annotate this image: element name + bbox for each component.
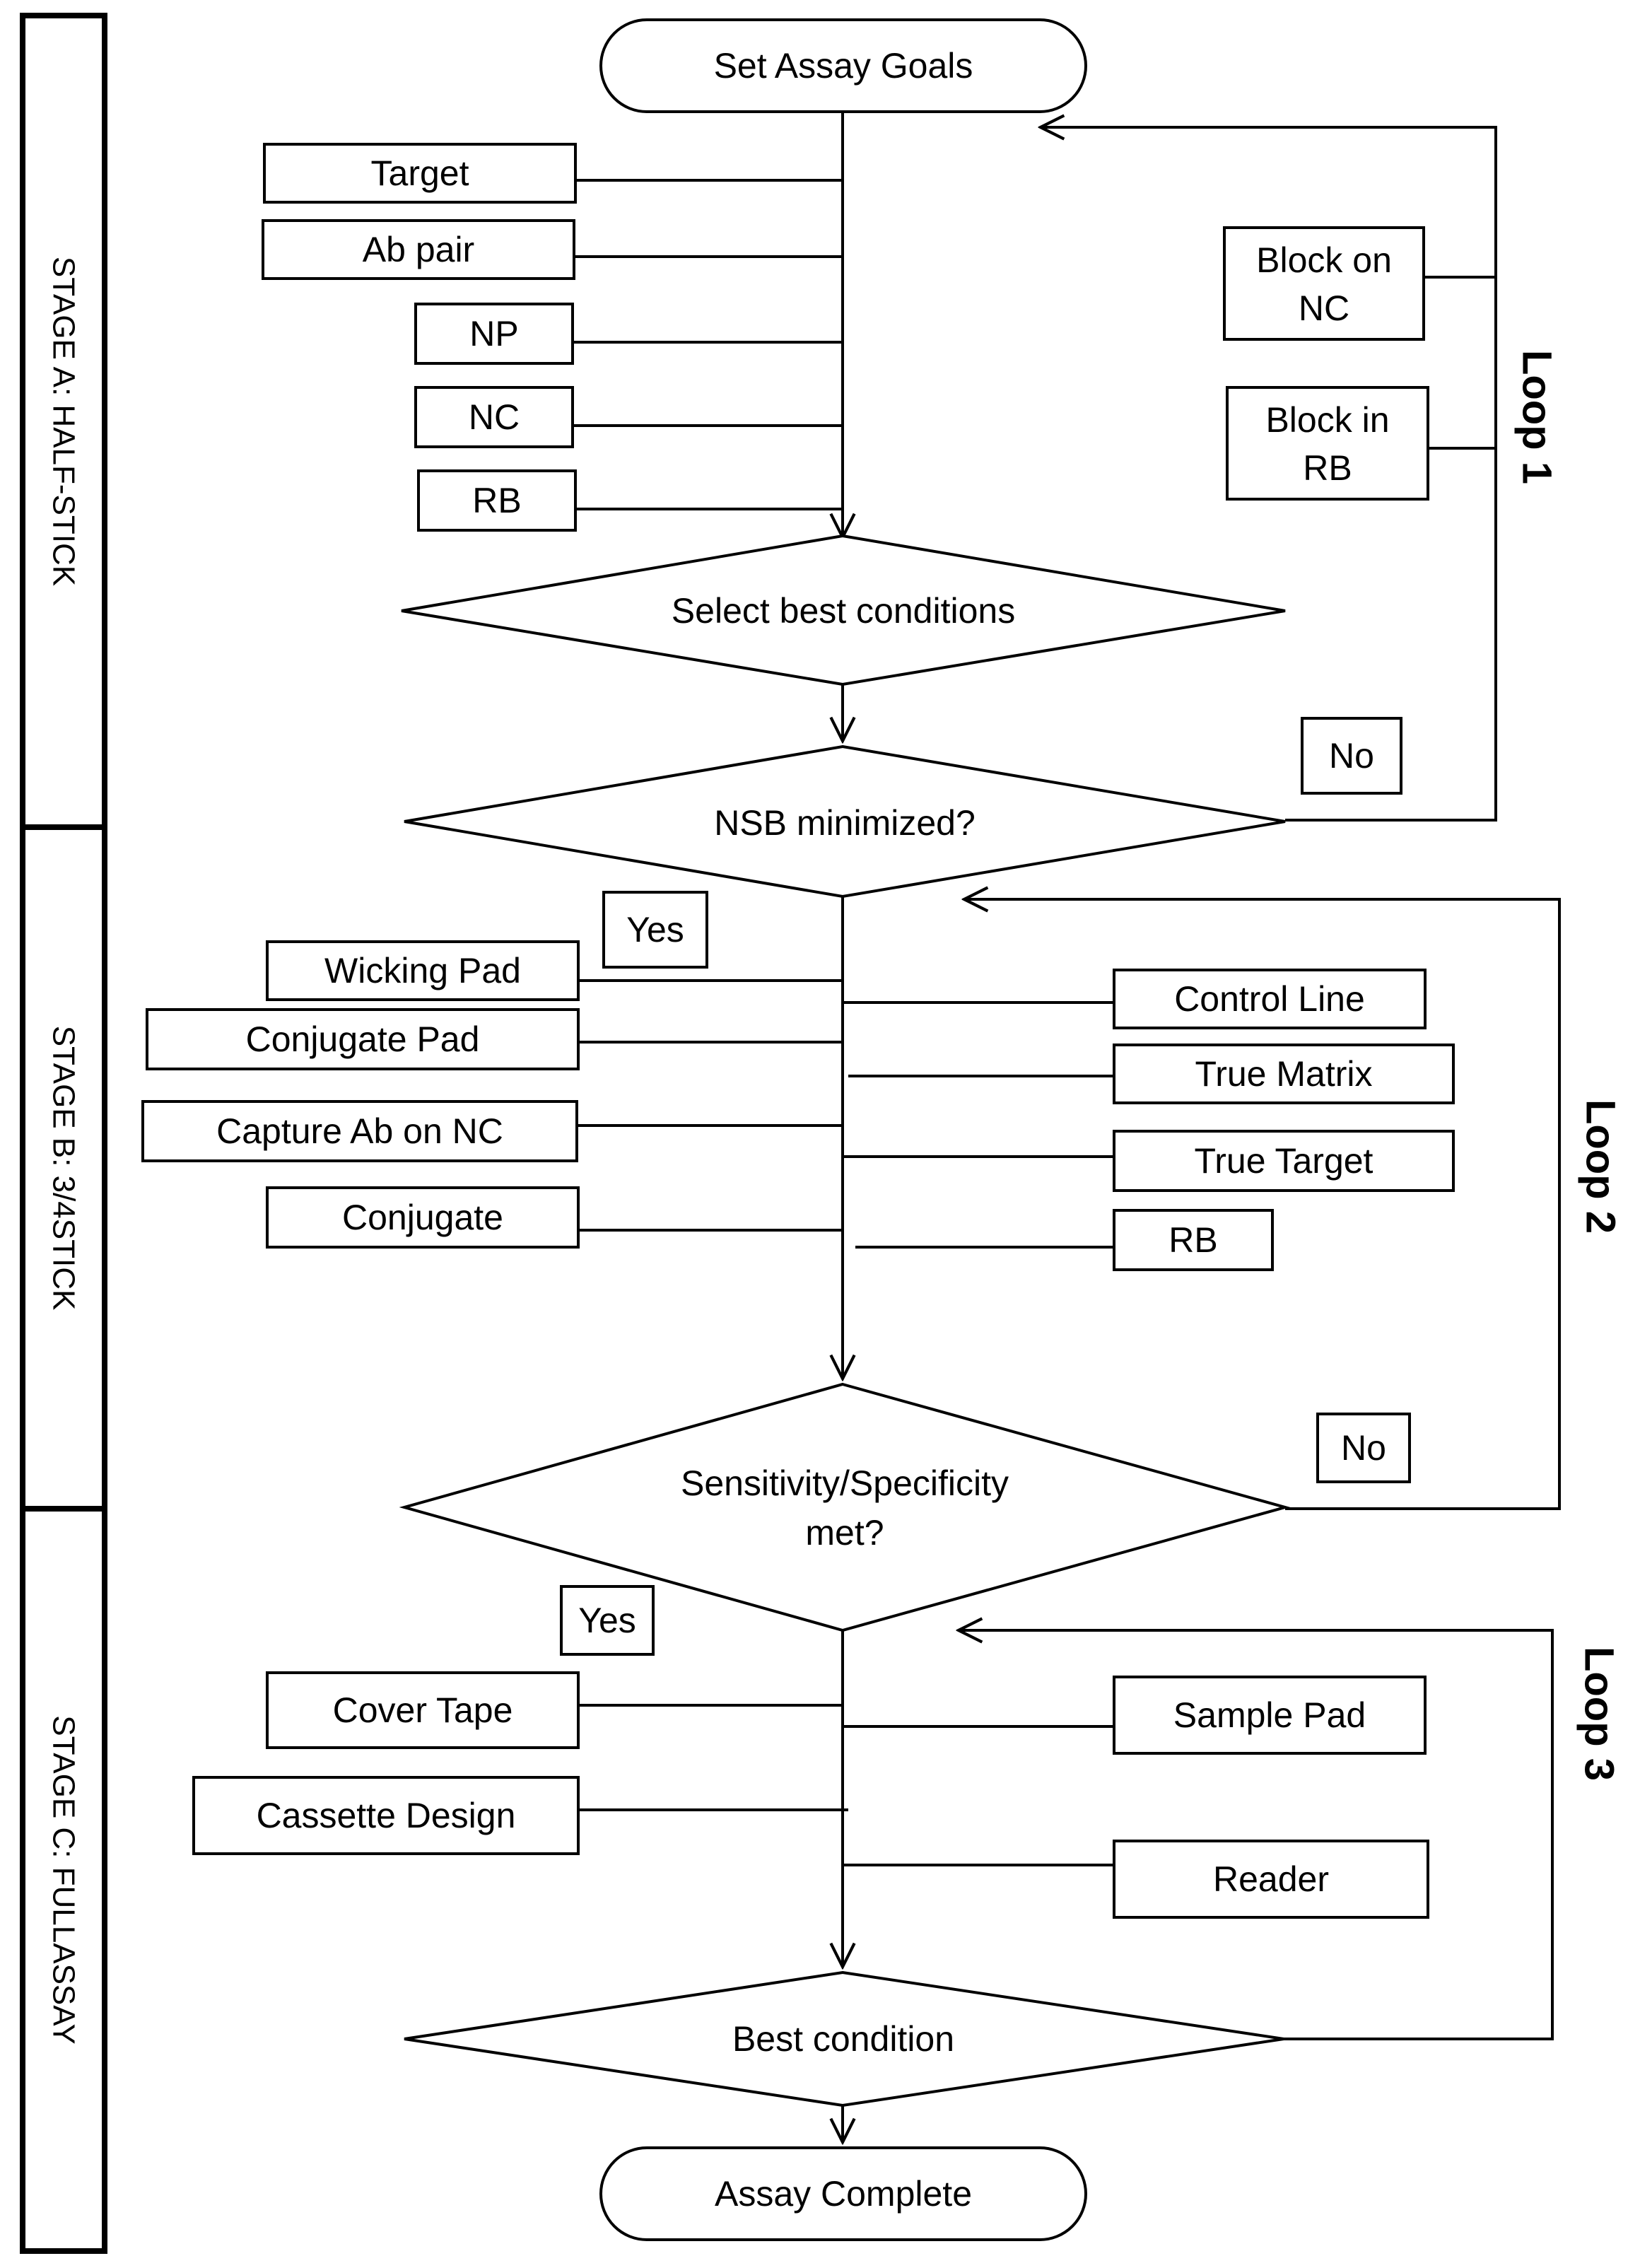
answer-yes-2-label: Yes — [578, 1601, 636, 1640]
conj-pad-label: Conjugate Pad — [246, 1019, 480, 1059]
rb-b-label: RB — [1168, 1220, 1217, 1260]
input-sample-pad: Sample Pad — [843, 1676, 1427, 1755]
block-nc-line2: NC — [1299, 288, 1349, 328]
decision-select-best: Select best conditions — [401, 534, 1286, 686]
input-target: Target — [263, 143, 843, 204]
cassette-label: Cassette Design — [257, 1796, 516, 1835]
input-np: NP — [414, 303, 843, 365]
stage-c-bar: STAGE C: FULLASSAY — [20, 1506, 107, 2254]
cover-label: Cover Tape — [333, 1690, 513, 1730]
input-true-matrix: True Matrix — [848, 1044, 1455, 1104]
input-cover-tape: Cover Tape — [266, 1671, 843, 1749]
answer-no-1-label: No — [1329, 736, 1374, 776]
input-control-line: Control Line — [843, 969, 1427, 1029]
answer-yes-1: Yes — [602, 891, 708, 969]
reader-label: Reader — [1213, 1859, 1329, 1899]
input-cassette-design: Cassette Design — [192, 1776, 848, 1855]
loop1-connector — [1041, 127, 1497, 822]
input-block-in-rb: Block in RB — [1226, 386, 1496, 501]
input-nc-label: NC — [469, 397, 520, 437]
answer-no-2-label: No — [1341, 1428, 1386, 1468]
stage-b-bar: STAGE B: 3/4STICK — [20, 824, 107, 1512]
decision-sensitivity: Sensitivity/Specificity met? — [399, 1382, 1291, 1632]
input-target-label: Target — [371, 153, 469, 193]
control-label: Control Line — [1174, 979, 1365, 1019]
stage-c-label: STAGE C: FULLASSAY — [47, 1715, 81, 2044]
loop3-label: Loop 3 — [1576, 1647, 1622, 1781]
input-nc: NC — [414, 386, 843, 448]
decision-nsb: NSB minimized? — [404, 744, 1286, 899]
stage-b-label: STAGE B: 3/4STICK — [47, 1026, 81, 1311]
answer-yes-2: Yes — [560, 1585, 655, 1656]
input-conjugate-pad: Conjugate Pad — [146, 1008, 843, 1070]
loop2-label: Loop 2 — [1578, 1099, 1624, 1234]
decision-sens-line1: Sensitivity/Specificity — [681, 1463, 1009, 1503]
input-reader: Reader — [843, 1840, 1429, 1919]
matrix-label: True Matrix — [1195, 1054, 1373, 1094]
end-terminal: Assay Complete — [599, 2146, 1087, 2241]
stage-a-label: STAGE A: HALF-STICK — [47, 257, 81, 586]
input-np-label: NP — [469, 314, 518, 353]
input-block-on-nc: Block on NC — [1223, 226, 1496, 341]
start-label: Set Assay Goals — [714, 46, 973, 86]
decision-best-condition: Best condition — [404, 1970, 1284, 2108]
input-true-target: True Target — [843, 1130, 1455, 1192]
wicking-label: Wicking Pad — [324, 951, 521, 990]
sample-label: Sample Pad — [1173, 1695, 1366, 1735]
block-rb-line2: RB — [1303, 448, 1352, 488]
answer-no-1: No — [1301, 717, 1402, 795]
decision-select-label: Select best conditions — [672, 591, 1015, 631]
input-rb-b: RB — [855, 1209, 1274, 1271]
block-rb-line1: Block in — [1265, 400, 1389, 440]
loop1-label: Loop 1 — [1514, 350, 1560, 484]
input-ab-pair-label: Ab pair — [363, 230, 474, 269]
input-wicking-pad: Wicking Pad — [266, 940, 843, 1001]
block-nc-line1: Block on — [1256, 240, 1392, 280]
input-conjugate: Conjugate — [266, 1186, 843, 1249]
stage-a-bar: STAGE A: HALF-STICK — [20, 13, 107, 830]
conjugate-label: Conjugate — [342, 1198, 503, 1237]
end-label: Assay Complete — [715, 2174, 972, 2214]
answer-yes-1-label: Yes — [626, 910, 684, 949]
loop3-connector — [959, 1630, 1554, 2040]
input-rb-a: RB — [417, 469, 843, 532]
decision-best-label: Best condition — [732, 2019, 954, 2059]
decision-nsb-label: NSB minimized? — [714, 803, 976, 843]
input-ab-pair: Ab pair — [262, 219, 843, 280]
true-target-label: True Target — [1195, 1141, 1374, 1181]
input-rb-a-label: RB — [472, 481, 521, 520]
loop2-connector — [964, 899, 1561, 1510]
input-capture-ab: Capture Ab on NC — [141, 1100, 843, 1162]
answer-no-2: No — [1316, 1413, 1411, 1483]
capture-label: Capture Ab on NC — [216, 1111, 503, 1151]
decision-sens-line2: met? — [805, 1513, 884, 1553]
start-terminal: Set Assay Goals — [599, 18, 1087, 113]
